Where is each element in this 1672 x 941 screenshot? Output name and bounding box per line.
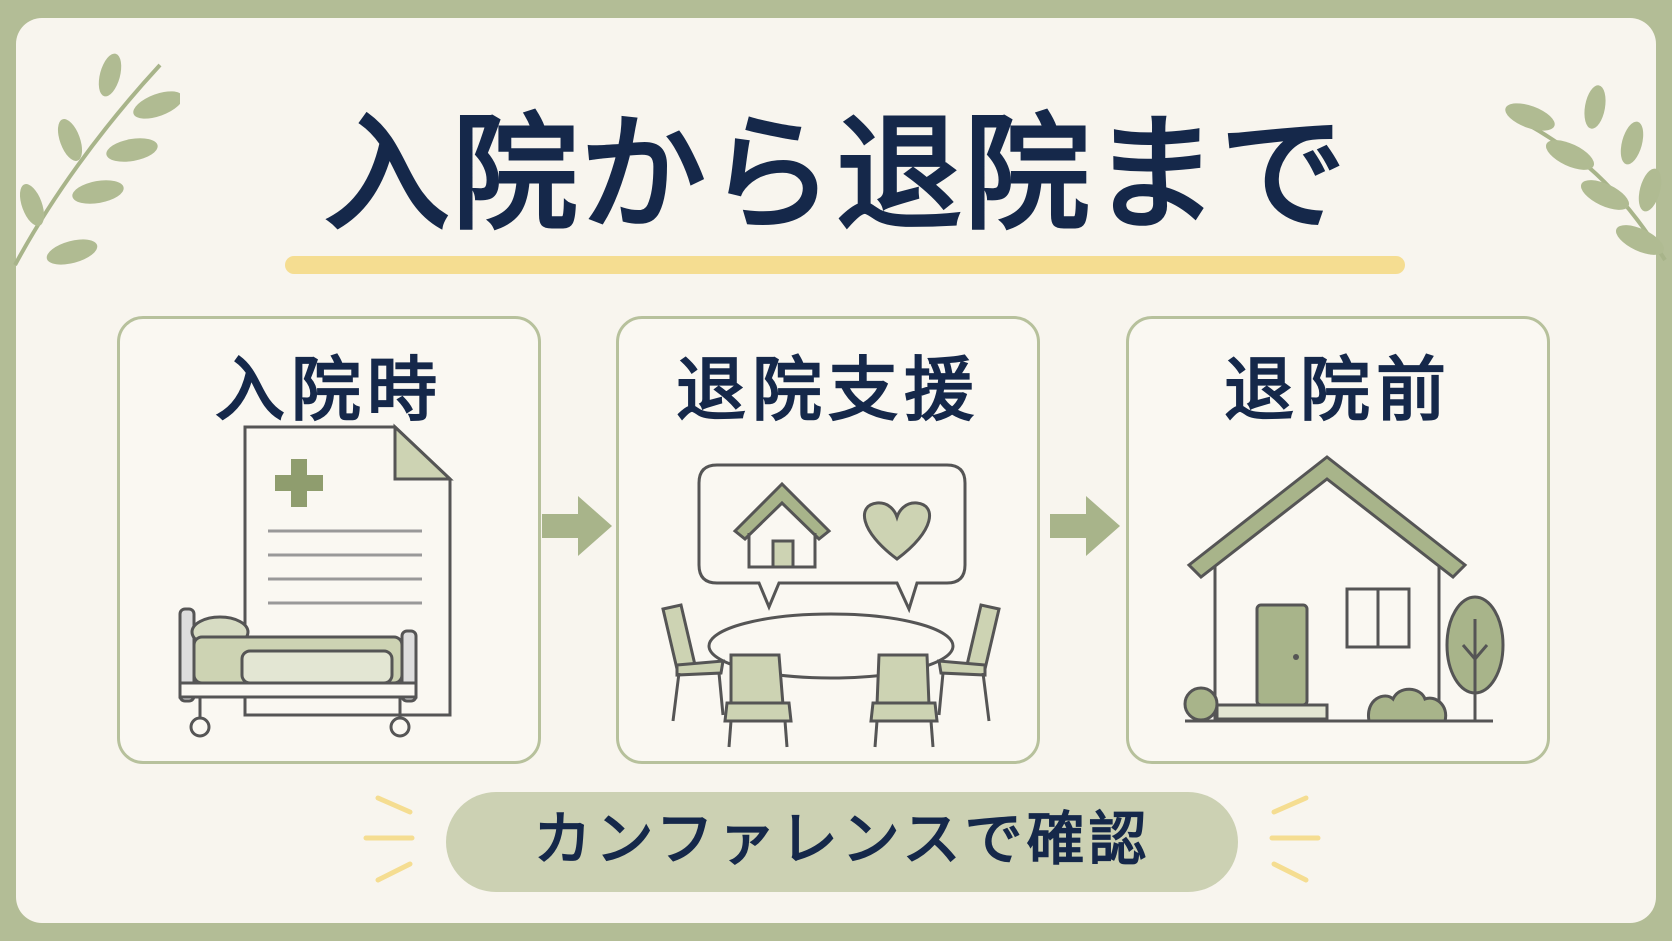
leaf-sprig-right-icon	[1505, 85, 1667, 262]
step-card-pre-discharge: 退院前	[1126, 316, 1550, 764]
meeting-table-home-care-icon	[661, 463, 1001, 748]
conference-label: カンファレンスで確認	[533, 805, 1151, 873]
page-title: 入院から退院まで	[324, 101, 1348, 248]
title-underline	[285, 256, 1405, 274]
leaf-sprig-left-icon	[13, 53, 180, 266]
step-label-discharge-support: 退院支援	[676, 349, 980, 431]
conference-badge: カンファレンスで確認	[446, 792, 1238, 892]
step-card-discharge-support: 退院支援	[616, 316, 1040, 764]
arrow-right-icon	[1050, 496, 1120, 556]
step-card-admission: 入院時	[117, 316, 541, 764]
sparkle-right-icon	[1269, 795, 1321, 883]
sparkle-left-icon	[363, 795, 415, 883]
hospital-bed-document-icon	[178, 423, 454, 738]
house-with-tree-icon	[1183, 455, 1505, 723]
arrow-right-icon	[542, 496, 612, 556]
step-label-admission: 入院時	[215, 349, 443, 431]
step-label-pre-discharge: 退院前	[1224, 349, 1452, 431]
